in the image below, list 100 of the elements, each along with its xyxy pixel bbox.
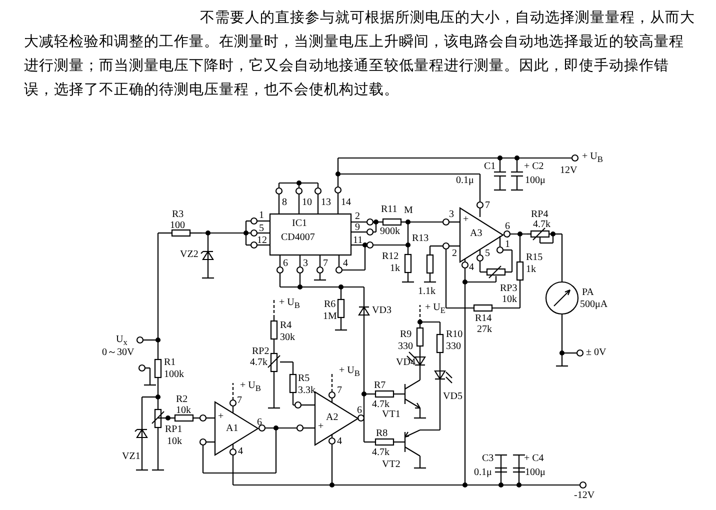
component-label: RP2	[252, 347, 270, 357]
component-label: VT2	[382, 460, 400, 470]
component-value: 10k	[167, 437, 182, 447]
pin-number: 6	[283, 259, 288, 269]
component-label: VD5	[443, 392, 462, 402]
component-label: R7	[374, 381, 386, 391]
component-label: VD3	[372, 306, 392, 316]
component-label: VZ2	[180, 250, 198, 260]
component-label: R3	[172, 210, 184, 220]
pin-number: 12	[257, 236, 267, 246]
component-value: 500μA	[580, 300, 608, 310]
component-label: R1	[164, 358, 176, 368]
component-label: RP1	[165, 425, 182, 435]
polarity-sign: +	[318, 422, 324, 432]
component-value: 900k	[380, 227, 400, 237]
pin-number: 8	[282, 198, 287, 208]
component-value: 4.7k	[372, 400, 390, 410]
component-label: A2	[326, 413, 338, 423]
component-value: 330	[398, 342, 413, 352]
pin-number: 3	[449, 210, 454, 220]
supply-label: + U$_{E}$	[425, 303, 446, 316]
component-label: IC1	[292, 219, 307, 229]
component-value: 4.7k	[250, 358, 268, 368]
component-label: C3	[482, 454, 494, 464]
component-value: 1.1k	[418, 287, 436, 297]
pin-number: 11	[353, 236, 363, 246]
supply-label: 12V	[560, 166, 578, 176]
component-value: 4.7k	[372, 448, 390, 458]
supply-label: U$_{x}$	[116, 335, 128, 348]
pin-number: 14	[341, 198, 351, 208]
component-label: RP4	[531, 210, 548, 220]
component-value: 100μ	[525, 468, 546, 478]
pin-number: 7	[237, 396, 242, 406]
supply-label: + U$_{B}$	[279, 298, 300, 311]
component-label: CD4007	[281, 233, 315, 243]
component-label: RP3	[500, 284, 518, 294]
component-label: R15	[526, 253, 543, 263]
component-value: 1k	[526, 265, 536, 275]
component-label: R5	[298, 374, 310, 384]
component-label: + C2	[524, 162, 544, 172]
pin-number: 5	[259, 224, 264, 234]
pin-number: 4	[469, 263, 474, 273]
component-value: 0.1μ	[474, 468, 492, 478]
supply-label: + U$_{B}$	[582, 152, 603, 165]
pin-number: 1	[259, 211, 264, 221]
component-label: PA	[582, 288, 594, 298]
component-label: R11	[381, 205, 398, 215]
supply-label: + U$_{B}$	[339, 366, 360, 379]
pin-number: 3	[303, 259, 308, 269]
component-label: R13	[412, 234, 429, 244]
pin-number: 5	[485, 249, 490, 259]
pin-number: 1	[505, 240, 510, 250]
supply-label: + U$_{B}$	[240, 381, 261, 394]
supply-label: ± 0V	[586, 348, 606, 358]
pin-number: 4	[343, 259, 348, 269]
component-label: VD4	[396, 358, 416, 368]
pin-number: 6	[257, 418, 262, 428]
component-value: 10k	[176, 406, 191, 416]
pin-number: 6	[505, 222, 510, 232]
pin-number: 10	[302, 198, 312, 208]
pin-number: 9	[355, 223, 360, 233]
pin-number: 4	[238, 447, 243, 457]
component-value: 1k	[390, 264, 400, 274]
component-label: R2	[176, 395, 188, 405]
pin-number: 13	[321, 198, 331, 208]
pin-number: 7	[337, 386, 342, 396]
component-value: 0.1μ	[456, 176, 474, 186]
component-value: 100μ	[525, 176, 546, 186]
component-value: 100	[170, 221, 185, 231]
pin-number: 4	[337, 437, 342, 447]
component-label: R14	[475, 314, 492, 324]
component-label: + C4	[524, 454, 544, 464]
component-value: 10k	[502, 295, 517, 305]
component-label: VZ1	[122, 452, 140, 462]
component-value: 1M	[323, 312, 337, 322]
pin-number: 2	[452, 249, 457, 259]
supply-label: 0～30V	[102, 348, 134, 358]
component-label: M	[404, 206, 413, 216]
component-label: R4	[280, 321, 292, 331]
component-label: A1	[226, 424, 238, 434]
component-label: VT1	[382, 410, 400, 420]
component-label: R9	[400, 330, 412, 340]
component-label: R12	[382, 252, 399, 262]
component-label: A3	[470, 229, 482, 239]
polarity-sign: +	[218, 412, 224, 422]
component-value: 100k	[164, 370, 184, 380]
component-label: R8	[376, 429, 388, 439]
component-value: 27k	[477, 325, 492, 335]
component-value: 330	[446, 342, 461, 352]
polarity-sign: +	[463, 215, 469, 225]
component-label: C1	[484, 162, 496, 172]
component-value: 3.3k	[298, 386, 316, 396]
body-paragraph: 不需要人的直接参与就可根据所测电压的大小，自动选择测量量程，从而大大减轻检验和调整的工作量。在测量时，当测量电压上升瞬间，该电路会自动地选择最近的较高量程进行测量；而当测量电压下降时，它又会自动地接通至较低量程进行测量。因此，即使手动操作错误，选择了不正确的待测电压量程，也不会使机构过载。	[24, 9, 696, 100]
component-label: R10	[446, 330, 463, 340]
supply-label: -12V	[574, 491, 595, 501]
component-value: 30k	[280, 333, 295, 343]
pin-number: 6	[357, 406, 362, 416]
component-value: 4.7k	[533, 220, 550, 230]
pin-number: 7	[485, 201, 490, 211]
component-label: R6	[324, 300, 336, 310]
